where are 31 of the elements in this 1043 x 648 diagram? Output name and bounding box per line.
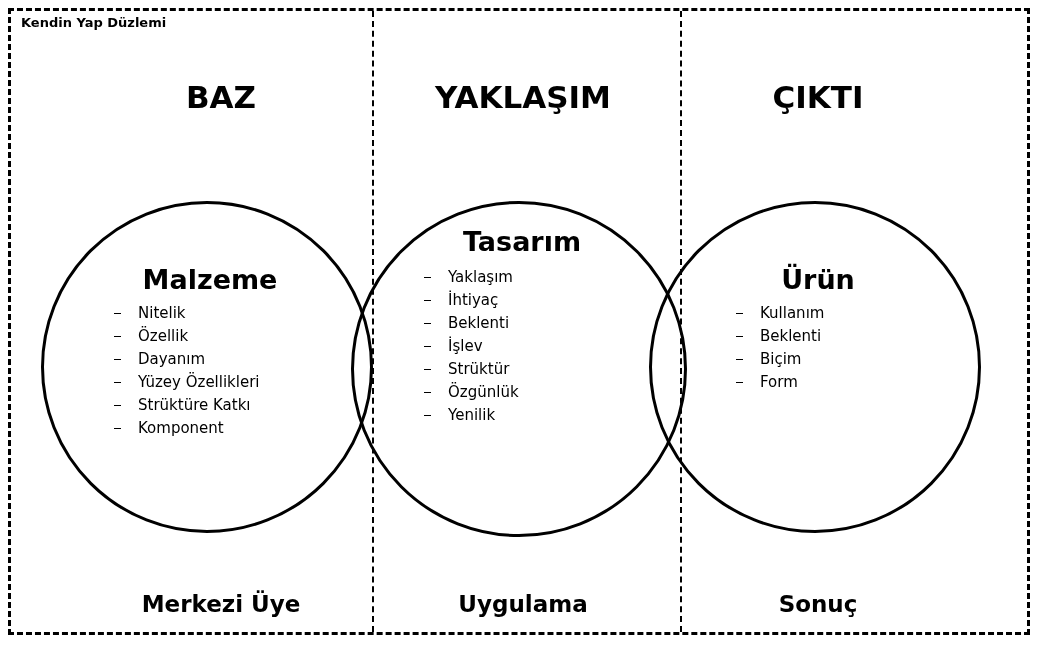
list-item: Beklenti: [734, 327, 822, 345]
column-heading: BAZ: [185, 79, 257, 115]
circle: [41, 201, 373, 533]
circle: [351, 201, 687, 537]
list-item: Komponent: [112, 419, 224, 437]
list-item: Özgünlük: [422, 383, 519, 401]
list-item: Özellik: [112, 327, 189, 345]
circle-heading: Ürün: [781, 264, 855, 295]
frame-title: Kendin Yap Düzlemi: [21, 15, 167, 30]
list-item: Form: [734, 373, 798, 391]
column-heading: ÇIKTI: [772, 79, 864, 115]
column-heading: YAKLAŞIM: [435, 79, 611, 115]
circle-heading: Tasarım: [462, 226, 582, 257]
list-item: Yenilik: [422, 406, 496, 424]
list-item: İhtiyaç: [422, 291, 499, 309]
list-item: Strüktür: [422, 360, 510, 378]
list-item: Strüktüre Katkı: [112, 396, 251, 414]
list-item: Kullanım: [734, 304, 825, 322]
column-footer: Merkezi Üye: [141, 591, 301, 617]
list-item: Yaklaşım: [422, 268, 513, 286]
list-item: Dayanım: [112, 350, 206, 368]
column-footer: Sonuç: [778, 591, 858, 617]
list-item: Biçim: [734, 350, 802, 368]
list-item: Nitelik: [112, 304, 186, 322]
circle-heading: Malzeme: [142, 264, 278, 295]
dashed-frame: [8, 8, 1030, 635]
circle: [649, 201, 981, 533]
list-item: İşlev: [422, 337, 483, 355]
list-item: Yüzey Özellikleri: [112, 373, 260, 391]
column-footer: Uygulama: [458, 591, 588, 617]
list-item: Beklenti: [422, 314, 510, 332]
